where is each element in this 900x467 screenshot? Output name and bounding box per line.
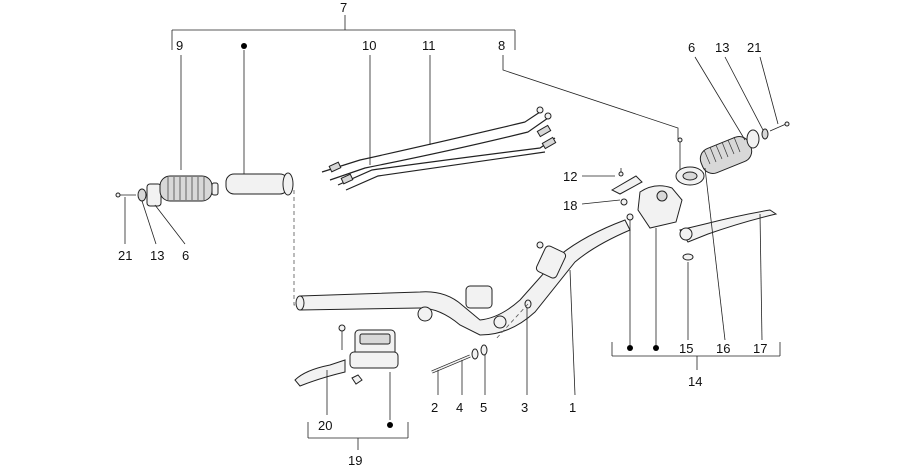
bullet-marker <box>653 345 659 351</box>
callout-13-right: 13 <box>715 40 729 55</box>
callout-21-left: 21 <box>118 248 132 263</box>
callout-20: 20 <box>318 418 332 433</box>
right-grip-assembly <box>675 121 790 186</box>
callout-11: 11 <box>422 38 436 53</box>
callout-12: 12 <box>563 169 577 184</box>
callout-6-right: 6 <box>688 40 695 55</box>
callout-2: 2 <box>431 400 438 415</box>
bullet-marker <box>627 345 633 351</box>
callout-7: 7 <box>340 0 347 15</box>
callout-19: 19 <box>348 453 362 467</box>
callout-16: 16 <box>716 341 730 356</box>
callout-1: 1 <box>569 400 576 415</box>
group-bracket-7 <box>171 15 516 50</box>
callout-21-right: 21 <box>747 40 761 55</box>
callout-3: 3 <box>521 400 528 415</box>
bullet-marker <box>387 422 393 428</box>
callout-13-left: 13 <box>150 248 164 263</box>
left-grip-assembly <box>115 172 294 207</box>
callout-4: 4 <box>456 400 463 415</box>
callout-15: 15 <box>679 341 693 356</box>
callout-17: 17 <box>753 341 767 356</box>
bullet-marker <box>241 43 247 49</box>
callout-8: 8 <box>498 38 505 53</box>
throttle-housing <box>610 137 778 261</box>
handlebar-tube <box>295 219 631 336</box>
callout-14: 14 <box>688 374 702 389</box>
callout-9: 9 <box>176 38 183 53</box>
throttle-cables <box>321 106 557 191</box>
group-bracket-19 <box>307 422 409 450</box>
callout-6-left: 6 <box>182 248 189 263</box>
group-bracket-14 <box>611 342 781 370</box>
callout-18: 18 <box>563 198 577 213</box>
brake-master-cylinder <box>294 324 399 387</box>
callout-10: 10 <box>362 38 376 53</box>
callout-5: 5 <box>480 400 487 415</box>
